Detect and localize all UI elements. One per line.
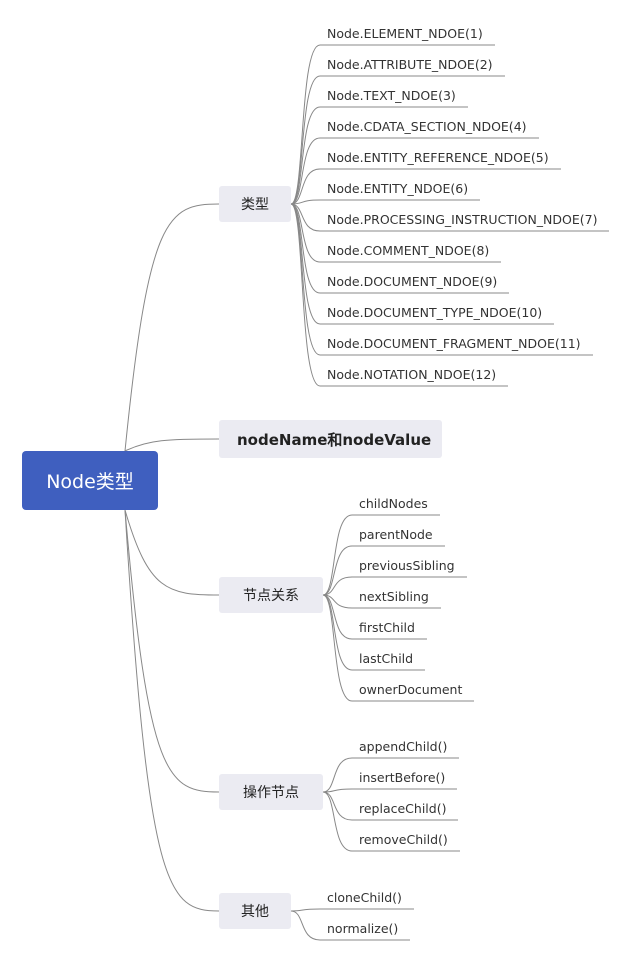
edge-types-6 [290, 203, 609, 232]
leaf-operations-2[interactable]: replaceChild() [359, 801, 447, 816]
edge-others-0 [290, 908, 414, 912]
edge-operations-1 [322, 788, 457, 793]
edge-root-operations [124, 509, 220, 793]
root-node[interactable]: Node类型 [22, 451, 158, 510]
edge-types-7 [290, 203, 501, 263]
leaf-relations-3[interactable]: nextSibling [359, 589, 429, 604]
branch-operations-label: 操作节点 [243, 785, 299, 801]
leaf-types-4[interactable]: Node.ENTITY_REFERENCE_NDOE(5) [327, 150, 549, 165]
leaf-operations-3[interactable]: removeChild() [359, 832, 448, 847]
edge-operations-2 [322, 791, 458, 821]
edge-operations-3 [322, 791, 460, 852]
leaf-others-1[interactable]: normalize() [327, 921, 399, 936]
edge-root-others [124, 509, 220, 912]
edge-relations-1 [322, 545, 445, 596]
leaf-types-9[interactable]: Node.DOCUMENT_TYPE_NDOE(10) [327, 305, 543, 320]
edge-types-4 [290, 168, 561, 205]
leaf-others-0[interactable]: cloneChild() [327, 890, 402, 905]
leaf-types-3[interactable]: Node.CDATA_SECTION_NDOE(4) [327, 119, 527, 134]
leaf-types-11[interactable]: Node.NOTATION_NDOE(12) [327, 367, 497, 382]
root-label: Node类型 [46, 471, 134, 493]
leaf-types-8[interactable]: Node.DOCUMENT_NDOE(9) [327, 274, 498, 289]
edge-root-name-value [124, 438, 220, 452]
leaf-types-2[interactable]: Node.TEXT_NDOE(3) [327, 88, 456, 103]
edge-relations-4 [322, 594, 427, 640]
leaf-relations-4[interactable]: firstChild [359, 620, 415, 635]
edge-root-relations [124, 509, 220, 596]
leaf-relations-6[interactable]: ownerDocument [359, 682, 463, 697]
leaf-relations-2[interactable]: previousSibling [359, 558, 455, 573]
branch-types[interactable]: 类型 [219, 186, 291, 222]
edge-operations-0 [322, 757, 459, 793]
edge-types-11 [290, 203, 508, 387]
edge-relations-3 [322, 594, 441, 609]
edge-types-2 [290, 106, 468, 205]
edge-relations-2 [322, 576, 467, 596]
leaf-operations-0[interactable]: appendChild() [359, 739, 448, 754]
leaf-types-1[interactable]: Node.ATTRIBUTE_NDOE(2) [327, 57, 493, 72]
branch-name-value-label: nodeName和nodeValue [237, 430, 432, 449]
branch-relations[interactable]: 节点关系 [219, 577, 323, 613]
leaf-operations-1[interactable]: insertBefore() [359, 770, 446, 785]
branch-others-label: 其他 [241, 904, 269, 920]
edge-relations-0 [322, 514, 440, 596]
edge-types-5 [290, 199, 480, 205]
leaf-relations-1[interactable]: parentNode [359, 527, 433, 542]
edge-others-1 [290, 910, 410, 941]
edge-root-types [124, 203, 220, 452]
leaf-types-10[interactable]: Node.DOCUMENT_FRAGMENT_NDOE(11) [327, 336, 581, 351]
branch-types-label: 类型 [241, 197, 269, 213]
branch-name-value[interactable]: nodeName和nodeValue [219, 420, 442, 458]
leaf-types-5[interactable]: Node.ENTITY_NDOE(6) [327, 181, 469, 196]
edge-types-3 [290, 137, 539, 205]
edge-relations-6 [322, 594, 474, 702]
branch-others[interactable]: 其他 [219, 893, 291, 929]
branch-relations-label: 节点关系 [243, 588, 299, 604]
leaf-relations-0[interactable]: childNodes [359, 496, 428, 511]
branch-operations[interactable]: 操作节点 [219, 774, 323, 810]
edge-types-0 [290, 44, 495, 205]
leaf-relations-5[interactable]: lastChild [359, 651, 414, 666]
leaf-types-0[interactable]: Node.ELEMENT_NDOE(1) [327, 26, 483, 41]
leaf-types-6[interactable]: Node.PROCESSING_INSTRUCTION_NDOE(7) [327, 212, 598, 227]
edge-types-1 [290, 75, 505, 205]
leaf-types-7[interactable]: Node.COMMENT_NDOE(8) [327, 243, 490, 258]
